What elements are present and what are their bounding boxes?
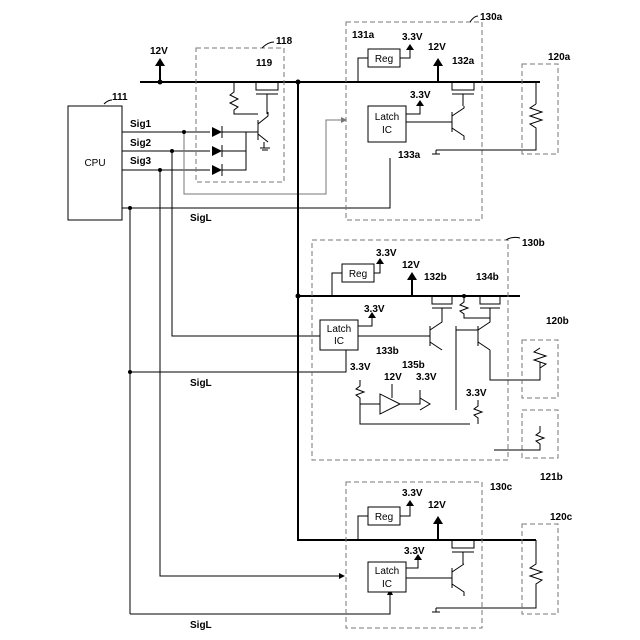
latch-c-line2: IC bbox=[382, 579, 392, 590]
sigl-label-a: SigL bbox=[190, 213, 212, 224]
latch-ic-c: Latch IC bbox=[368, 554, 452, 592]
reg-b-label: Reg bbox=[349, 269, 367, 280]
transistor-130c bbox=[452, 564, 464, 596]
ref-134b: 134b bbox=[476, 272, 499, 283]
comparator-135b bbox=[356, 380, 470, 424]
ref-120c: 120c bbox=[550, 512, 573, 523]
module-130a-box bbox=[346, 22, 482, 220]
diodes-118 bbox=[212, 126, 258, 176]
ref-132a: 132a bbox=[452, 56, 475, 67]
sensor-121b bbox=[494, 426, 544, 450]
ref-119: 119 bbox=[256, 58, 273, 69]
ref-130c: 130c bbox=[490, 482, 513, 493]
v33-label-a2: 3.3V bbox=[410, 90, 431, 101]
transistor-130a bbox=[452, 106, 464, 140]
cpu-ref: 111 bbox=[112, 92, 128, 103]
resistor-120a bbox=[530, 104, 542, 130]
ref-135b: 135b bbox=[402, 360, 425, 371]
reg-a-label: Reg bbox=[375, 54, 393, 65]
latch-a-line2: IC bbox=[382, 125, 392, 136]
latch-a-line1: Latch bbox=[375, 112, 399, 123]
sig1-label: Sig1 bbox=[130, 119, 152, 130]
regulator-131a: Reg bbox=[358, 44, 414, 82]
latch-b-line1: Latch bbox=[327, 324, 351, 335]
v12-label-a: 12V bbox=[428, 42, 446, 53]
v33-label-b5: 3.3V bbox=[466, 388, 487, 399]
ref-131a: 131a bbox=[352, 30, 375, 41]
v12-label-b2: 12V bbox=[384, 372, 402, 383]
fet-132b bbox=[432, 296, 452, 318]
v12-label-b: 12V bbox=[402, 260, 420, 271]
ref-130a: 130a bbox=[480, 12, 503, 23]
ref-120b: 120b bbox=[546, 316, 569, 327]
ref-130b: 130b bbox=[522, 238, 545, 249]
latch-ic-b: Latch IC bbox=[320, 312, 430, 350]
v33-label-c1: 3.3V bbox=[402, 488, 423, 499]
v33-label-b4: 3.3V bbox=[416, 372, 437, 383]
cpu-label: CPU bbox=[84, 158, 105, 169]
sensor-121b-box bbox=[522, 410, 558, 458]
ref-133b: 133b bbox=[376, 346, 399, 357]
v33-label-b1: 3.3V bbox=[376, 248, 397, 259]
sig2-label: Sig2 bbox=[130, 138, 152, 149]
ref-133a: 133a bbox=[398, 150, 421, 161]
sig3-label: Sig3 bbox=[130, 156, 152, 167]
fet-119 bbox=[256, 82, 278, 114]
fet-130c bbox=[452, 540, 474, 564]
ref-120a: 120a bbox=[548, 52, 571, 63]
fet-132a bbox=[452, 82, 474, 106]
regulator-130c: Reg bbox=[358, 500, 414, 540]
fet-134b bbox=[460, 296, 500, 318]
resistor-130b bbox=[474, 400, 482, 424]
ref-118: 118 bbox=[276, 36, 293, 47]
ref-121b: 121b bbox=[540, 472, 563, 483]
v33-label-b2: 3.3V bbox=[364, 304, 385, 315]
latch-c-line1: Latch bbox=[375, 566, 399, 577]
cpu-ref-leader bbox=[104, 100, 112, 104]
transistor-118 bbox=[258, 112, 270, 150]
cpu-block: CPU bbox=[68, 106, 122, 220]
reg-c-label: Reg bbox=[375, 512, 393, 523]
v33-label-c2: 3.3V bbox=[404, 546, 425, 557]
v12-label-main: 12V bbox=[150, 46, 168, 57]
load-120c-box bbox=[522, 524, 558, 614]
latch-ic-a: Latch IC bbox=[368, 100, 452, 142]
sigl-label-c: SigL bbox=[190, 620, 212, 631]
v33-label-a1: 3.3V bbox=[402, 32, 423, 43]
load-120a-box bbox=[522, 64, 558, 154]
v12-label-c: 12V bbox=[428, 500, 446, 511]
resistor-118 bbox=[230, 82, 258, 114]
v33-label-b3: 3.3V bbox=[350, 362, 371, 373]
resistor-120c bbox=[530, 540, 542, 588]
ref-132b: 132b bbox=[424, 272, 447, 283]
latch-b-line2: IC bbox=[334, 336, 344, 347]
sigl-label-b: SigL bbox=[190, 378, 212, 389]
regulator-130b: Reg bbox=[332, 258, 384, 296]
